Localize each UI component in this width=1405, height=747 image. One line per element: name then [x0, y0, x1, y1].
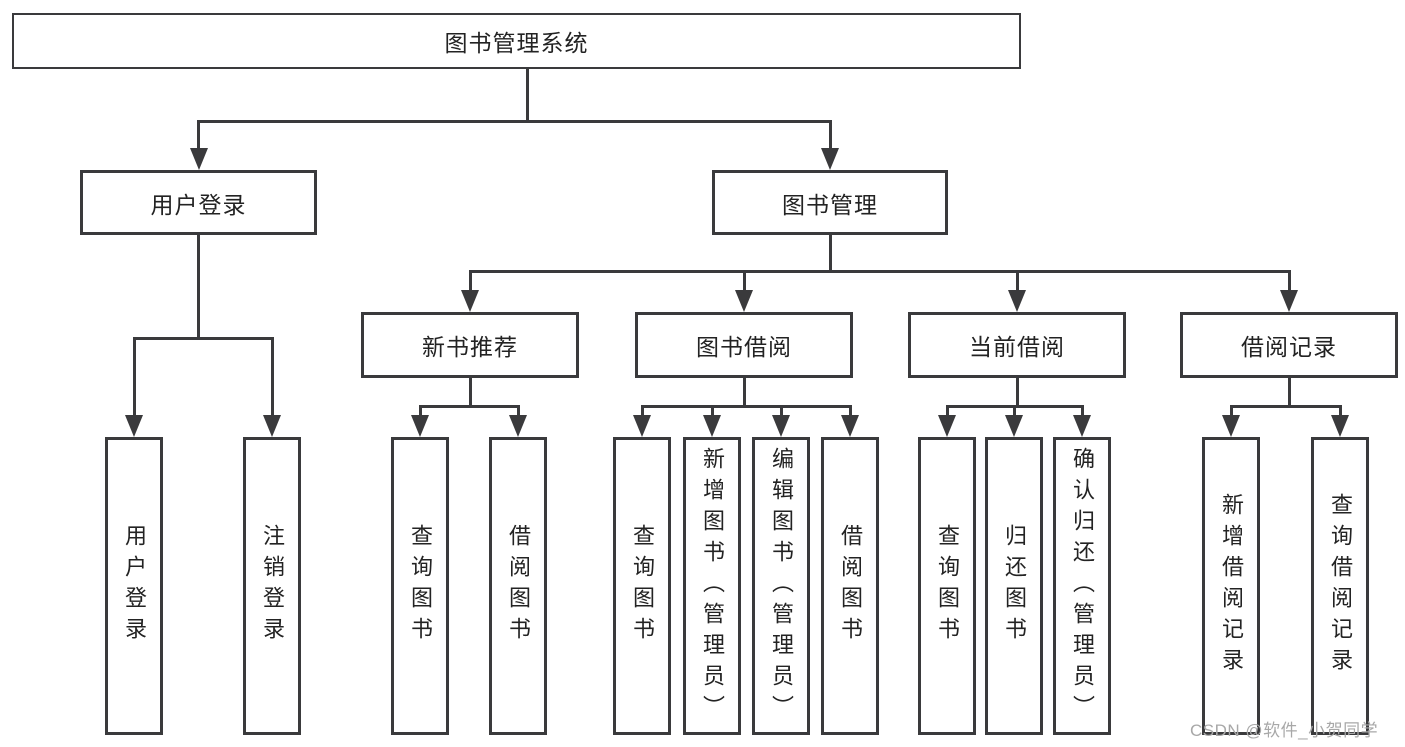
- connector-line: [828, 120, 832, 152]
- node-book-borrowing: 图书借阅: [635, 312, 853, 378]
- node-label: 用户登录: [150, 191, 247, 218]
- arrowhead-icon: [703, 415, 721, 437]
- leaf-label: 注销登录: [260, 524, 285, 648]
- leaf-add-books-admin: 新增图书（管理员）: [683, 437, 741, 735]
- connector-line: [848, 405, 852, 417]
- node-new-book-recommendation: 新书推荐: [361, 312, 579, 378]
- leaf-user-login: 用户登录: [105, 437, 163, 735]
- connector-line: [468, 270, 472, 294]
- leaf-label: 查询图书: [630, 524, 655, 648]
- leaf-query-borrow-record: 查询借阅记录: [1311, 437, 1369, 735]
- leaf-logout: 注销登录: [243, 437, 301, 735]
- arrowhead-icon: [461, 290, 479, 312]
- arrowhead-icon: [633, 415, 651, 437]
- node-label: 图书管理: [782, 191, 878, 218]
- connector-line: [1287, 378, 1291, 407]
- arrowhead-icon: [1222, 415, 1240, 437]
- leaf-add-borrow-record: 新增借阅记录: [1202, 437, 1260, 735]
- connector-line: [418, 405, 520, 408]
- arrowhead-icon: [772, 415, 790, 437]
- node-borrowing-records: 借阅记录: [1180, 312, 1398, 378]
- connector-line: [525, 69, 529, 123]
- connector-line: [132, 337, 136, 417]
- leaf-label: 查询图书: [408, 524, 433, 648]
- connector-line: [1015, 270, 1019, 294]
- connector-line: [1012, 405, 1016, 417]
- connector-line: [197, 120, 832, 123]
- csdn-watermark: CSDN @软件_小贺同学: [1190, 721, 1379, 740]
- arrowhead-icon: [821, 148, 839, 170]
- leaf-label: 编辑图书（管理员）: [769, 446, 794, 726]
- arrowhead-icon: [125, 415, 143, 437]
- connector-line: [640, 405, 644, 417]
- node-label: 新书推荐: [422, 334, 518, 360]
- arrowhead-icon: [1331, 415, 1349, 437]
- leaf-label: 确认归还（管理员）: [1070, 446, 1095, 726]
- connector-line: [468, 378, 472, 407]
- arrowhead-icon: [1073, 415, 1091, 437]
- connector-line: [197, 120, 200, 152]
- arrowhead-icon: [841, 415, 859, 437]
- leaf-label: 归还图书: [1002, 524, 1027, 648]
- leaf-label: 借阅图书: [838, 524, 863, 648]
- arrowhead-icon: [735, 290, 753, 312]
- leaf-label: 新增借阅记录: [1219, 493, 1244, 679]
- leaf-query-books-recommend: 查询图书: [391, 437, 449, 735]
- connector-line: [640, 405, 852, 408]
- connector-line: [468, 270, 1291, 273]
- arrowhead-icon: [263, 415, 281, 437]
- node-current-borrowing: 当前借阅: [908, 312, 1126, 378]
- arrowhead-icon: [938, 415, 956, 437]
- leaf-label: 查询图书: [935, 524, 960, 648]
- node-user-login: 用户登录: [80, 170, 317, 235]
- connector-line: [197, 235, 200, 339]
- connector-line: [1015, 378, 1019, 407]
- node-label: 图书管理系统: [444, 30, 589, 56]
- connector-line: [945, 405, 949, 417]
- leaf-label: 借阅图书: [506, 524, 531, 648]
- node-book-management: 图书管理: [712, 170, 948, 235]
- connector-line: [418, 405, 422, 417]
- leaf-confirm-return-admin: 确认归还（管理员）: [1053, 437, 1111, 735]
- leaf-label: 用户登录: [122, 524, 147, 648]
- connector-line: [779, 405, 783, 417]
- node-label: 图书借阅: [696, 334, 792, 360]
- connector-line: [710, 405, 714, 417]
- node-library-system: 图书管理系统: [12, 13, 1021, 69]
- arrowhead-icon: [1008, 290, 1026, 312]
- connector-line: [516, 405, 520, 417]
- leaf-borrow-books-recommend: 借阅图书: [489, 437, 547, 735]
- arrowhead-icon: [509, 415, 527, 437]
- arrowhead-icon: [1005, 415, 1023, 437]
- leaf-borrow-books: 借阅图书: [821, 437, 879, 735]
- connector-line: [742, 270, 746, 294]
- leaf-query-books-current: 查询图书: [918, 437, 976, 735]
- node-label: 当前借阅: [969, 334, 1065, 360]
- arrowhead-icon: [189, 148, 208, 170]
- leaf-query-books-borrow: 查询图书: [613, 437, 671, 735]
- connector-line: [132, 337, 274, 340]
- connector-line: [1338, 405, 1342, 417]
- connector-line: [1229, 405, 1342, 408]
- leaf-return-books: 归还图书: [985, 437, 1043, 735]
- node-label: 借阅记录: [1241, 334, 1337, 360]
- connector-line: [270, 337, 274, 417]
- connector-line: [742, 378, 746, 407]
- leaf-label: 新增图书（管理员）: [700, 446, 725, 726]
- connector-line: [1080, 405, 1084, 417]
- leaf-edit-books-admin: 编辑图书（管理员）: [752, 437, 810, 735]
- arrowhead-icon: [411, 415, 429, 437]
- connector-line: [828, 235, 832, 273]
- arrowhead-icon: [1280, 290, 1298, 312]
- leaf-label: 查询借阅记录: [1328, 493, 1353, 679]
- connector-line: [1287, 270, 1291, 294]
- connector-line: [1229, 405, 1233, 417]
